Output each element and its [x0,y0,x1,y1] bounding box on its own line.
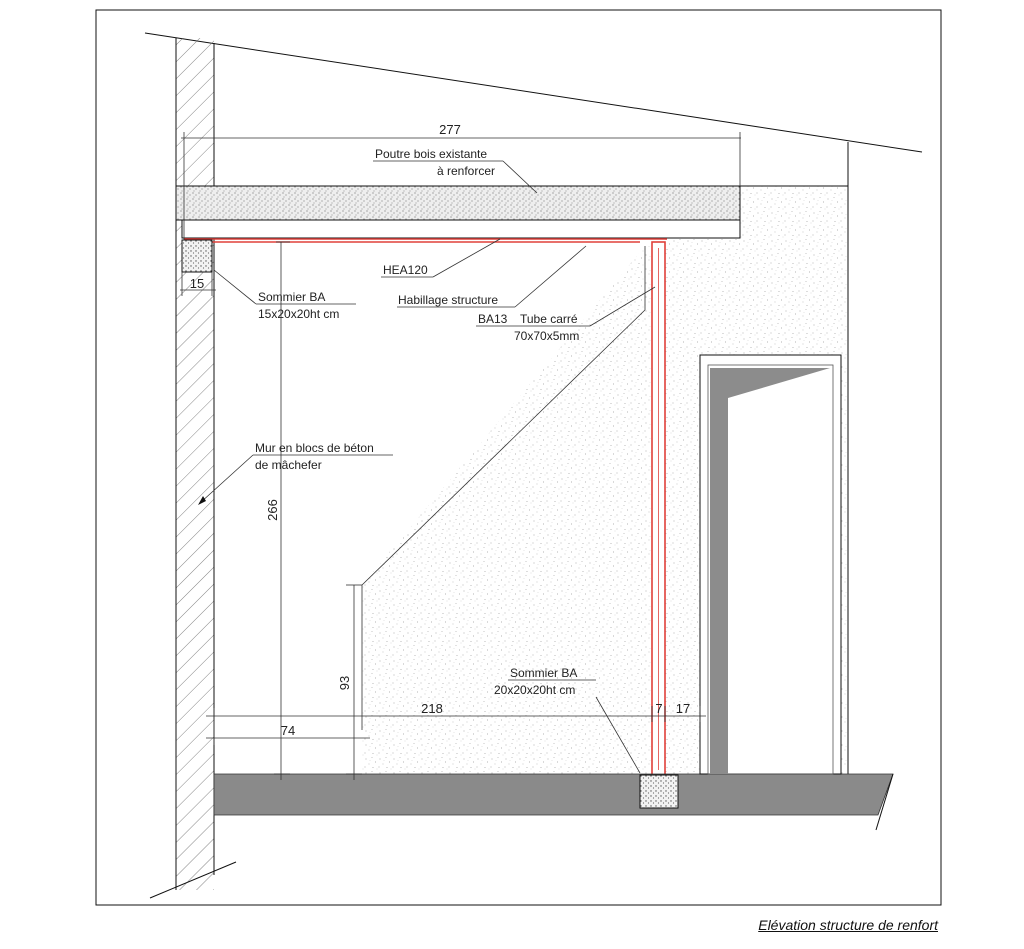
leader-habillage [514,245,587,308]
label-tube-line2: 70x70x5mm [514,329,579,343]
leader-poutre [502,160,538,194]
label-sommier-top-line2: 15x20x20ht cm [258,307,339,321]
leader-mur [199,454,254,504]
floor-slab [213,773,894,816]
label-tube-line1: Tube carré [520,312,578,326]
sommier-bottom [639,774,679,809]
dim-74: 74 [281,723,295,738]
dim-277: 277 [439,122,461,137]
stair-wall-plaster [362,246,665,774]
leader-sommier-top [213,269,257,305]
wall-break-line [149,861,237,899]
door-shadow [710,368,830,774]
drawing-caption: Elévation structure de renfort [758,917,938,933]
roof-line [144,32,923,153]
dim-17: 17 [676,701,690,716]
stair-wall-outline [361,246,646,730]
dim-15: 15 [190,276,204,291]
left-masonry-wall [176,38,214,890]
leader-sommier-bottom [595,696,641,774]
label-poutre-line1: Poutre bois existante [375,147,487,161]
label-mur-line2: de mâchefer [255,458,322,472]
label-mur-line1: Mur en blocs de béton [255,441,374,455]
label-sommier-bottom-line2: 20x20x20ht cm [494,683,575,697]
label-poutre-line2: à renforcer [437,164,495,178]
leader-mur-arrow [198,496,206,505]
leader-tube [589,286,656,327]
timber-beam [175,185,741,221]
drawing-frame [95,9,942,906]
sommier-top [181,239,213,273]
label-hea: HEA120 [383,263,428,277]
floor-break-line [875,773,894,831]
hea-beam [181,219,741,239]
label-sommier-bottom-line1: Sommier BA [510,666,577,680]
dim-218: 218 [421,701,443,716]
dim-266: 266 [265,499,280,521]
label-sommier-top-line1: Sommier BA [258,290,325,304]
label-habillage-line1: Habillage structure [398,293,498,307]
dim-7: 7 [655,701,662,716]
label-habillage-line2: BA13 [478,312,508,326]
dim-93: 93 [337,676,352,690]
leader-hea [432,238,501,278]
